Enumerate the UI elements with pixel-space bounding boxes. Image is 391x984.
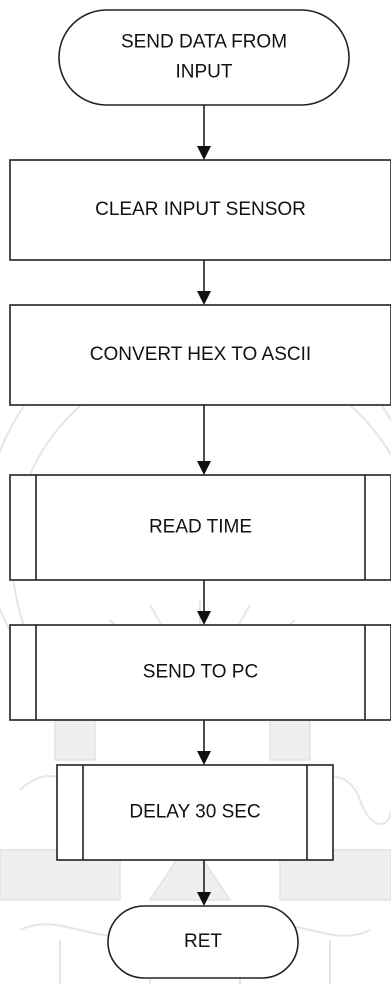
edge-clear-to-convert [197, 260, 211, 305]
node-label: INPUT [176, 62, 233, 83]
edge-start-to-clear [197, 105, 211, 160]
process-background [10, 160, 391, 260]
edge-convert-to-read_time [197, 405, 211, 475]
process-background [10, 475, 391, 580]
subroutine-shape [9, 624, 391, 721]
flowchart-edges [197, 105, 211, 906]
node-label: SEND TO PC [143, 662, 258, 683]
arrow-head-icon [197, 751, 211, 765]
arrow-head-icon [197, 291, 211, 305]
process-background [10, 625, 391, 720]
arrow-head-icon [197, 146, 211, 160]
subroutine-shape [56, 764, 334, 861]
process-shape [9, 159, 391, 261]
node-start: SEND DATA FROM INPUT [58, 9, 350, 106]
terminator-shape [107, 905, 299, 979]
node-label: READ TIME [149, 517, 252, 538]
arrow-head-icon [197, 461, 211, 475]
terminator-background [59, 10, 349, 105]
terminator-background [108, 906, 298, 978]
node-send-pc: SEND TO PC [9, 624, 391, 721]
node-delay: DELAY 30 SEC [56, 764, 334, 861]
process-shape [9, 304, 391, 406]
terminator-shape [58, 9, 350, 106]
process-background [10, 305, 391, 405]
node-clear: CLEAR INPUT SENSOR [9, 159, 391, 261]
edge-delay-to-ret [197, 860, 211, 906]
node-ret: RET [107, 905, 299, 979]
subroutine-shape [9, 474, 391, 581]
node-label: RET [184, 931, 222, 952]
arrow-head-icon [197, 611, 211, 625]
node-convert: CONVERT HEX TO ASCII [9, 304, 391, 406]
node-label: CLEAR INPUT SENSOR [95, 199, 306, 220]
flowchart-nodes: SEND DATA FROM INPUT CLEAR INPUT SENSOR CON… [9, 9, 391, 979]
arrow-head-icon [197, 892, 211, 906]
edge-send_pc-to-delay [197, 720, 211, 765]
node-label: CONVERT HEX TO ASCII [90, 344, 311, 365]
node-label: DELAY 30 SEC [129, 802, 260, 823]
process-background [57, 765, 333, 860]
edge-read_time-to-send_pc [197, 580, 211, 625]
node-read-time: READ TIME [9, 474, 391, 581]
node-label: SEND DATA FROM [121, 32, 287, 53]
